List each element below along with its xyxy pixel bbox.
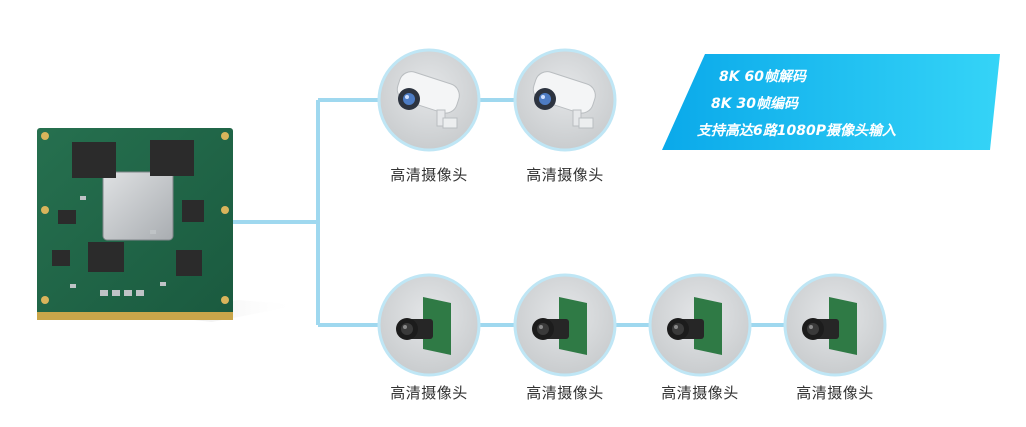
camera-node: [377, 48, 481, 152]
components: [70, 196, 166, 296]
memory-chip: [150, 140, 194, 176]
ic-chip: [182, 200, 204, 222]
banner-line-3: 支持高达6路1080P摄像头输入: [697, 123, 896, 139]
banner-line-2: 8K 30帧编码: [711, 96, 798, 112]
camera-node: [513, 273, 617, 377]
ic-chip: [58, 210, 76, 224]
ic-chip: [52, 250, 70, 266]
banner-line-1: 8K 60帧解码: [719, 69, 806, 85]
camera-module-icon: [532, 297, 587, 355]
camera-module-icon: [667, 297, 722, 355]
camera-label: 高清摄像头: [390, 384, 468, 402]
camera-node: [648, 273, 752, 377]
pmic-chip: [176, 250, 202, 276]
camera-label: 高清摄像头: [526, 384, 604, 402]
camera-node: [513, 48, 617, 152]
cctv-camera-icon: [396, 71, 460, 129]
memory-chip: [88, 242, 124, 272]
camera-node: [377, 273, 481, 377]
gold-edge-connector: [37, 312, 233, 320]
camera-label: 高清摄像头: [390, 166, 468, 184]
camera-nodes: [377, 48, 887, 377]
camera-label: 高清摄像头: [526, 166, 604, 184]
camera-label: 高清摄像头: [661, 384, 739, 402]
cctv-camera-icon: [532, 71, 596, 129]
camera-label: 高清摄像头: [796, 384, 874, 402]
soc-chip: [102, 171, 174, 241]
camera-module-icon: [802, 297, 857, 355]
memory-chip: [72, 142, 116, 178]
camera-module-icon: [396, 297, 451, 355]
camera-node: [783, 273, 887, 377]
mounting-holes: [41, 132, 229, 304]
feature-banner: [662, 54, 1000, 150]
som-board-image: [37, 128, 233, 320]
